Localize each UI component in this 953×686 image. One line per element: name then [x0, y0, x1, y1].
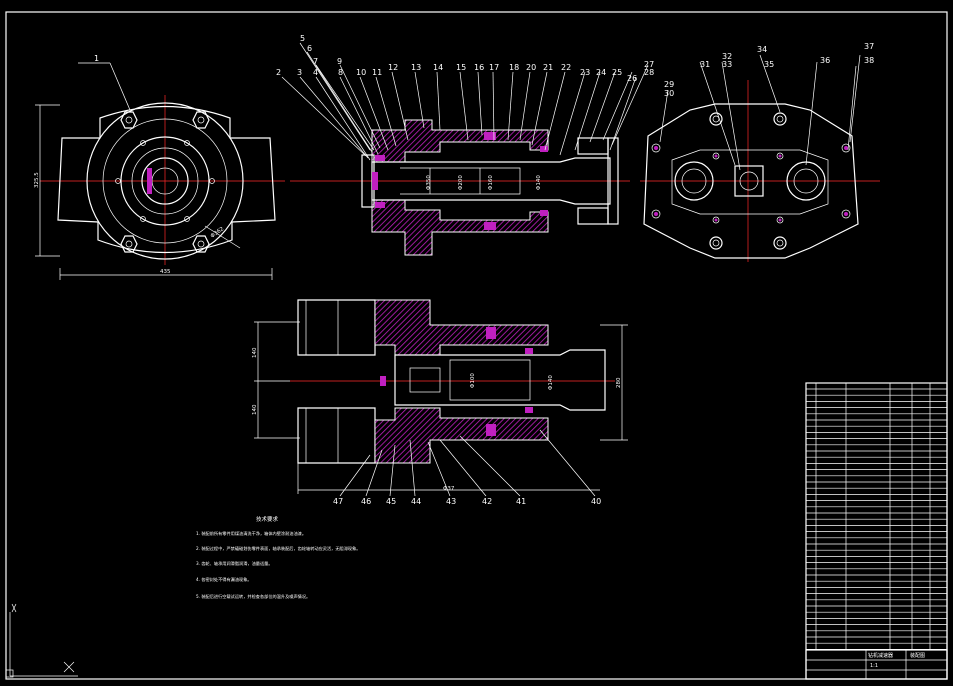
part-label-25: 25 — [612, 68, 622, 77]
part-label-11: 11 — [372, 68, 382, 77]
part-label-15: 15 — [456, 63, 466, 72]
part-label-22: 22 — [561, 63, 571, 72]
part-label-35: 35 — [764, 60, 774, 69]
part-label-9: 9 — [337, 57, 342, 66]
plan-dim-overall: 280 — [616, 377, 622, 388]
part-label-43: 43 — [446, 497, 456, 506]
part-label-42: 42 — [482, 497, 492, 506]
title-block-name: 钻机减速器 — [868, 652, 893, 659]
part-label-8: 8 — [338, 68, 343, 77]
note-line-2: 2. 装配过程中，严禁磕碰划伤零件表面，轴承装配后，齿轮轴转动应灵活，无阻滞现象… — [196, 545, 360, 552]
part-label-4: 4 — [313, 68, 318, 77]
note-line-4: 4. 各密封处不得有漏油现象。 — [196, 576, 252, 583]
part-label-29: 29 — [664, 80, 674, 89]
part-label-27: 27 — [644, 60, 654, 69]
part-label-24: 24 — [596, 68, 606, 77]
part-label-21: 21 — [543, 63, 553, 72]
part-label-37: 36 — [820, 56, 830, 65]
part-label-10: 10 — [356, 68, 366, 77]
ucs-icon — [5, 603, 78, 678]
plan-view: 140 140 280 Φ100 Φ140 Φ37 47 46 45 44 43… — [252, 299, 628, 506]
part-label-40: 40 — [591, 497, 601, 506]
title-block-type: 装配图 — [910, 652, 925, 659]
side-view: 29 30 31 32 33 34 35 36 37 38 — [640, 42, 880, 262]
section-dim-d2: Φ200 — [458, 175, 464, 190]
part-label-6: 6 — [307, 44, 312, 53]
part-label-7: 7 — [313, 57, 318, 66]
notes-title: 技术要求 — [256, 515, 279, 523]
part-label-14: 14 — [433, 63, 443, 72]
plan-dim-d3: Φ37 — [443, 486, 455, 492]
part-label-16: 16 — [474, 63, 484, 72]
front-width-dim: 435 — [160, 269, 171, 275]
part-label-5: 5 — [300, 34, 305, 43]
plan-dim-d2: Φ140 — [548, 375, 554, 390]
part-label-23: 23 — [580, 68, 590, 77]
part-label-26: 26 — [627, 74, 637, 83]
note-line-5: 5. 装配后进行空载试运转，并检查各部位的温升及噪声情况。 — [196, 593, 310, 600]
technical-requirements: 技术要求 1. 装配前所有零件用煤油清洗干净，箱体内壁涂耐油油漆。 2. 装配过… — [196, 515, 360, 600]
part-label-2: 2 — [276, 68, 281, 77]
part-label-47: 47 — [333, 497, 343, 506]
part-label-20: 20 — [526, 63, 536, 72]
part-label-34: 34 — [757, 45, 767, 54]
plan-dim-lower: 140 — [252, 404, 258, 415]
part-label-44: 44 — [411, 497, 421, 506]
front-height-dim: 325.5 — [34, 172, 40, 188]
part-label-17: 17 — [489, 63, 499, 72]
part-label-41: 41 — [516, 497, 526, 506]
part-label-33: 33 — [722, 60, 732, 69]
note-line-3: 3. 齿轮、轴承用润滑脂润滑，油量适量。 — [196, 560, 273, 567]
part-label-38: 37 — [864, 42, 874, 51]
part-label-12: 12 — [388, 63, 398, 72]
part-label-46: 46 — [361, 497, 371, 506]
section-dim-d1: Φ350 — [426, 175, 432, 190]
section-dim-d3: Φ160 — [488, 175, 494, 190]
part-label-31: 31 — [700, 60, 710, 69]
title-block-scale: 1:1 — [870, 663, 878, 669]
section-dim-d4: Φ140 — [536, 175, 542, 190]
part-label-1: 1 — [94, 54, 99, 63]
drawing-border — [5, 11, 948, 680]
part-label-18: 18 — [509, 63, 519, 72]
part-label-39: 38 — [864, 56, 874, 65]
part-label-45: 45 — [386, 497, 396, 506]
part-label-3: 3 — [297, 68, 302, 77]
part-label-13: 13 — [411, 63, 421, 72]
title-block: 钻机减速器 装配图 1:1 — [805, 382, 948, 680]
part-label-30: 30 — [664, 89, 674, 98]
section-view: Φ350 Φ200 Φ160 Φ140 — [276, 34, 654, 256]
plan-dim-d1: Φ100 — [470, 373, 476, 388]
part-label-32: 32 — [722, 52, 732, 61]
plan-dim-upper: 140 — [252, 347, 258, 358]
part-label-28: 28 — [644, 68, 654, 77]
note-line-1: 1. 装配前所有零件用煤油清洗干净，箱体内壁涂耐油油漆。 — [196, 530, 306, 537]
front-view: 435 325.5 Φ362 1 — [34, 54, 285, 280]
